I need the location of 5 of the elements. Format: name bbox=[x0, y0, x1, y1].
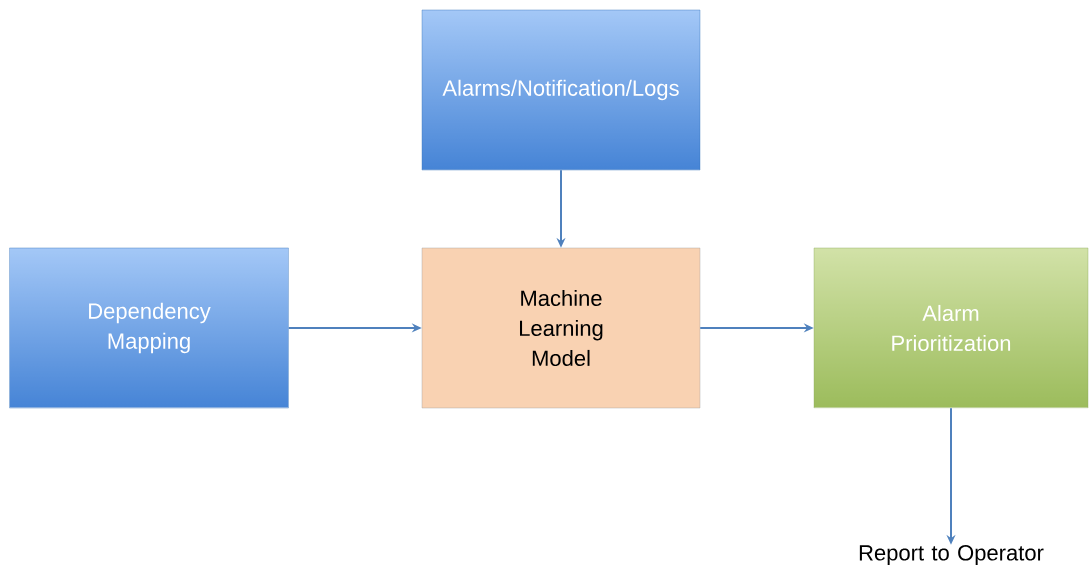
process-box: Dependency Mapping bbox=[9, 247, 289, 409]
output-label: Report to Operator bbox=[859, 545, 1044, 565]
process-box: Alarm Prioritization bbox=[813, 247, 1089, 409]
process-box: Alarms/Notification/Logs bbox=[421, 9, 701, 171]
process-box: Machine Learning Model bbox=[421, 247, 701, 409]
